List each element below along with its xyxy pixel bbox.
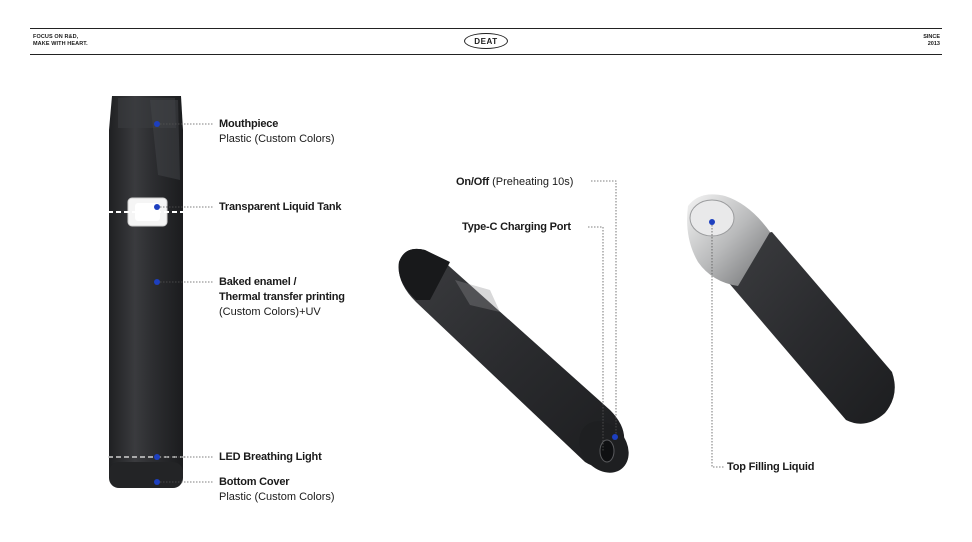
- enamel-marker: [154, 279, 160, 285]
- onoff-sub: (Preheating 10s): [492, 176, 574, 188]
- onoff-label: On/Off (Preheating 10s): [456, 175, 573, 190]
- top-fill-label: Top Filling Liquid: [727, 460, 814, 475]
- led-title: LED Breathing Light: [219, 451, 322, 463]
- since-line1: SINCE: [923, 34, 940, 40]
- mouthpiece-title: Mouthpiece: [219, 118, 279, 130]
- mouthpiece-sub: Plastic (Custom Colors): [219, 133, 335, 145]
- onoff-title: On/Off: [456, 176, 490, 188]
- enamel-title-line1: Baked enamel /: [219, 276, 297, 288]
- bottom-cover-label: Bottom Cover Plastic (Custom Colors): [219, 475, 335, 505]
- bottom-cover-title: Bottom Cover: [219, 476, 290, 488]
- led-marker: [154, 454, 160, 460]
- front-device: [108, 96, 186, 488]
- top-fill-marker: [709, 219, 715, 225]
- bottom-cover-sub: Plastic (Custom Colors): [219, 491, 335, 503]
- top-fill-title: Top Filling Liquid: [727, 461, 815, 473]
- enamel-sub: (Custom Colors)+UV: [219, 306, 321, 318]
- tank-title: Transparent Liquid Tank: [219, 201, 342, 213]
- header-tagline: FOCUS ON R&D, MAKE WITH HEART.: [33, 34, 88, 47]
- brand-logo: DEAT: [464, 33, 508, 49]
- header-top-rule: [30, 28, 942, 29]
- tagline-line1: FOCUS ON R&D,: [33, 34, 79, 40]
- bottom-cover-marker: [154, 479, 160, 485]
- enamel-label: Baked enamel / Thermal transfer printing…: [219, 275, 345, 320]
- onoff-marker: [612, 434, 618, 440]
- leader-lines: [160, 123, 724, 483]
- typec-label: Type-C Charging Port: [462, 220, 571, 235]
- header-since: SINCE 2013: [923, 34, 940, 47]
- mouthpiece-marker: [154, 121, 160, 127]
- top-view-device: [687, 194, 895, 424]
- enamel-title-line2: Thermal transfer printing: [219, 291, 345, 303]
- since-line2: 2013: [927, 40, 940, 47]
- header-bottom-rule: [30, 54, 942, 55]
- mouthpiece-label: Mouthpiece Plastic (Custom Colors): [219, 117, 335, 147]
- tagline-line2: MAKE WITH HEART.: [33, 40, 88, 47]
- tank-label: Transparent Liquid Tank: [219, 200, 342, 215]
- led-label: LED Breathing Light: [219, 450, 322, 465]
- tank-marker: [154, 204, 160, 210]
- typec-title: Type-C Charging Port: [462, 221, 571, 233]
